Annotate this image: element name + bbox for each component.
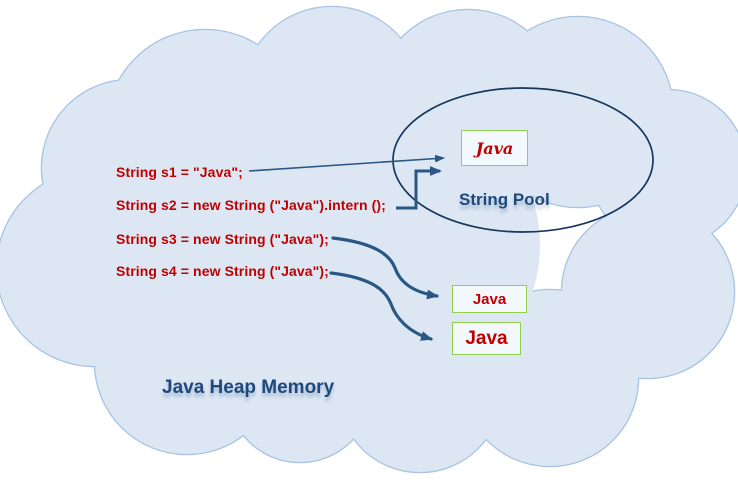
heap-java-box-s3-label: Java <box>472 290 507 308</box>
heap-java-box-s4: Java <box>452 322 521 355</box>
code-line-s2: String s2 = new String ("Java").intern (… <box>116 197 386 213</box>
code-line-s1: String s1 = "Java"; <box>116 164 243 180</box>
heap-java-box-s4-label: Java <box>465 327 508 349</box>
pool-java-box: Java <box>461 130 528 166</box>
java-heap-memory-label: Java Heap Memory <box>162 377 335 398</box>
heap-java-box-s3: Java <box>452 285 527 313</box>
arrow-s4-curve-to-heap <box>329 271 433 341</box>
code-line-s4: String s4 = new String ("Java"); <box>116 263 329 279</box>
code-line-s3: String s3 = new String ("Java"); <box>116 231 329 247</box>
arrow-s1-to-pool <box>248 154 445 172</box>
pool-java-box-label: Java <box>475 138 514 158</box>
arrow-s2-elbow-to-pool <box>396 166 442 210</box>
string-pool-ellipse <box>392 87 654 233</box>
string-pool-label: String Pool <box>459 190 550 209</box>
arrow-s3-curve-to-heap <box>331 236 439 300</box>
heap-cloud-shape <box>0 5 738 474</box>
